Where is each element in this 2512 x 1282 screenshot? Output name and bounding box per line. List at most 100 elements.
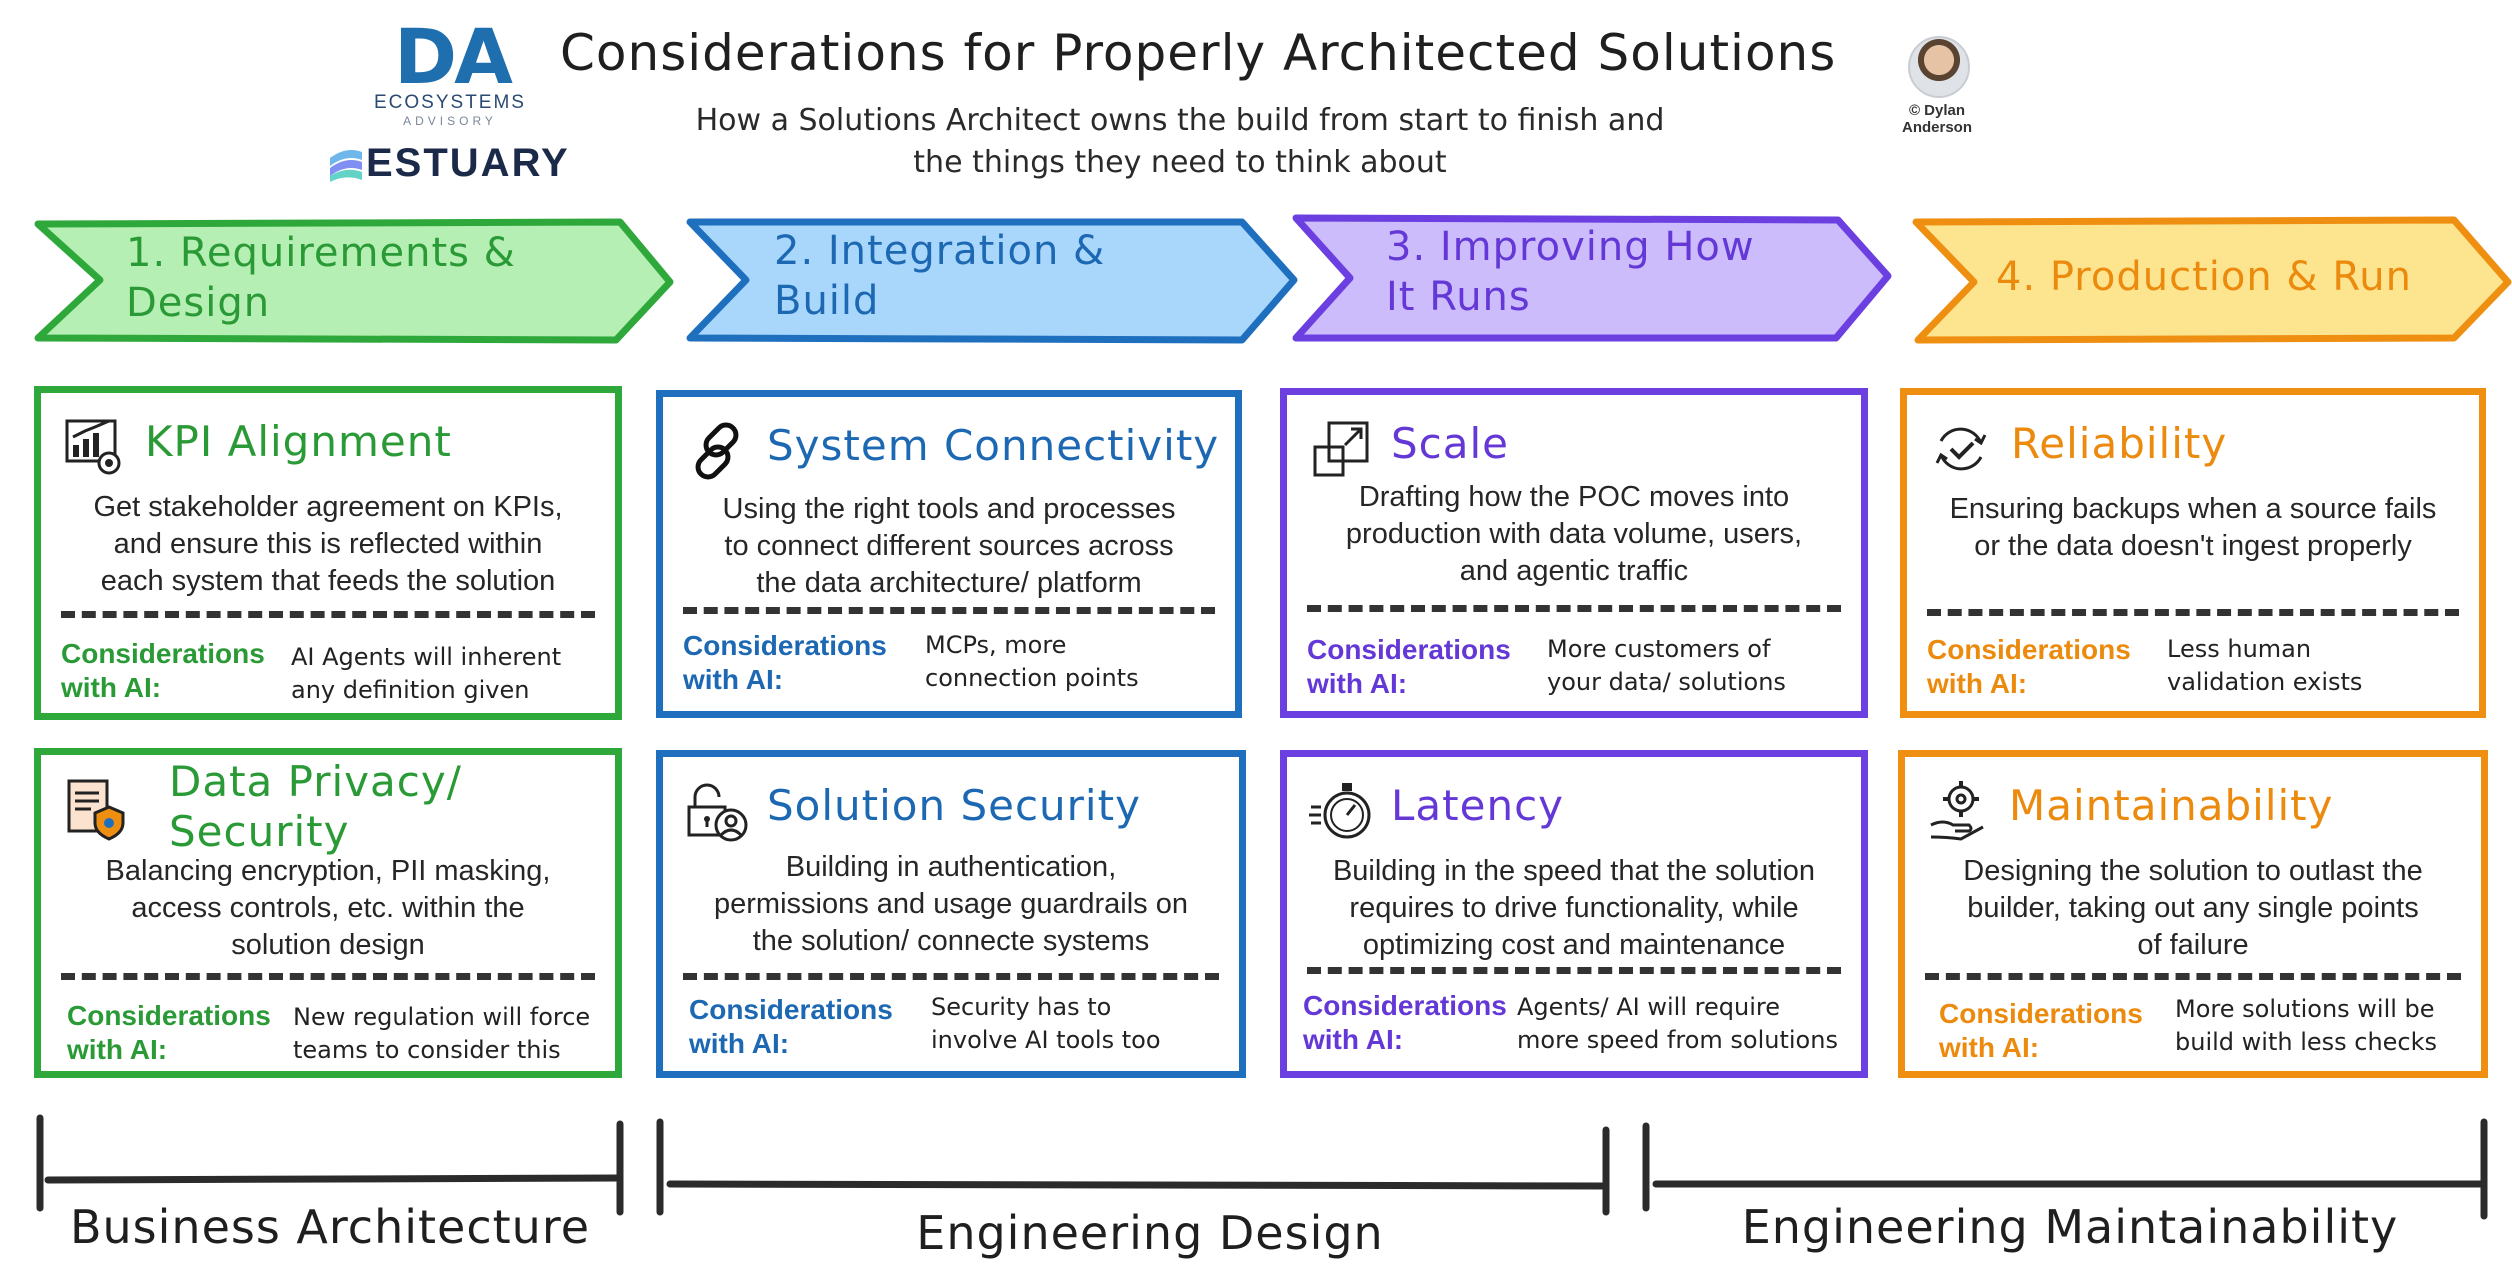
da-logo-ecosystems: ECOSYSTEMS bbox=[374, 92, 526, 113]
card-description: Get stakeholder agreement on KPIs, and e… bbox=[55, 489, 601, 600]
ai-consideration-text: Security has to involve AI tools too bbox=[931, 991, 1229, 1057]
kpi-chart-icon bbox=[65, 419, 121, 475]
chain-link-icon bbox=[695, 422, 739, 480]
card-title: System Connectivity bbox=[767, 421, 1220, 470]
phase-label-line-1: 3. Improving How bbox=[1386, 224, 1755, 270]
card-description-line: and ensure this is reflected within bbox=[113, 528, 543, 560]
ai-label-line-1: Considerations bbox=[1303, 990, 1507, 1021]
ai-considerations-label: Considerations with AI: bbox=[1927, 633, 2147, 701]
card-title: Maintainability bbox=[2009, 781, 2334, 830]
phase-label-line-2: It Runs bbox=[1386, 274, 1531, 320]
ai-label-line-2: with AI: bbox=[67, 1034, 168, 1065]
card-description-line: the data architecture/ platform bbox=[756, 567, 1142, 599]
card-title: Data Privacy/ Security bbox=[169, 757, 605, 857]
ai-consideration-text: More customers of your data/ solutions bbox=[1547, 633, 1851, 699]
ai-label-line-1: Considerations bbox=[1307, 634, 1511, 665]
card-latency: Latency Building in the speed that the s… bbox=[1280, 750, 1868, 1078]
phase-arrow-improving: 3. Improving How It Runs bbox=[1288, 212, 1894, 348]
card-reliability: Reliability Ensuring backups when a sour… bbox=[1900, 388, 2486, 718]
card-description-line: of failure bbox=[2137, 929, 2249, 961]
da-logo-advisory: ADVISORY bbox=[403, 114, 497, 128]
ai-label-line-1: Considerations bbox=[67, 1000, 271, 1031]
ai-text-line: build with less checks bbox=[2175, 1028, 2438, 1056]
card-title: KPI Alignment bbox=[145, 417, 452, 466]
da-ecosystems-logo: DA ECOSYSTEMS ADVISORY bbox=[355, 12, 545, 129]
ai-text-line: Less human bbox=[2167, 635, 2312, 663]
phase-label-line-2: Design bbox=[126, 280, 271, 326]
card-description-line: optimizing cost and maintenance bbox=[1362, 929, 1786, 961]
ai-text-line: New regulation will force bbox=[293, 1003, 591, 1031]
phase-label-line-1: 1. Requirements & bbox=[126, 230, 516, 276]
bracket-label-engineering-maintainability: Engineering Maintainability bbox=[1741, 1200, 2399, 1254]
card-description-line: production with data volume, users, bbox=[1345, 518, 1803, 550]
ai-text-line: AI Agents will inherent bbox=[291, 643, 562, 671]
ai-label-line-1: Considerations bbox=[683, 630, 887, 661]
card-description: Designing the solution to outlast the bu… bbox=[1919, 853, 2467, 964]
phase-arrow-production: 4. Production & Run bbox=[1908, 212, 2512, 348]
card-divider bbox=[683, 973, 1219, 980]
card-title-line-1: Data Privacy/ bbox=[169, 757, 462, 806]
ai-consideration-text: More solutions will be build with less c… bbox=[2175, 993, 2471, 1059]
ai-label-line-2: with AI: bbox=[1939, 1032, 2040, 1063]
ai-considerations-label: Considerations with AI: bbox=[683, 629, 903, 697]
ai-text-line: connection points bbox=[925, 664, 1139, 692]
card-divider bbox=[61, 611, 595, 618]
card-description-line: Drafting how the POC moves into bbox=[1358, 481, 1790, 513]
ai-consideration-text: New regulation will force teams to consi… bbox=[293, 1001, 605, 1067]
ai-considerations-label: Considerations with AI: bbox=[61, 637, 281, 705]
ai-consideration-text: Less human validation exists bbox=[2167, 633, 2469, 699]
ai-considerations-label: Considerations with AI: bbox=[67, 999, 287, 1067]
card-title: Scale bbox=[1391, 419, 1509, 468]
ai-label-line-2: with AI: bbox=[683, 664, 784, 695]
ai-text-line: Security has to bbox=[931, 993, 1112, 1021]
ai-consideration-text: AI Agents will inherent any definition g… bbox=[291, 641, 605, 707]
bracket-line bbox=[666, 1180, 1610, 1190]
estuary-wordmark: ESTUARY bbox=[366, 141, 570, 185]
card-description-line: permissions and usage guardrails on bbox=[714, 888, 1188, 920]
ai-label-line-1: Considerations bbox=[1927, 634, 2131, 665]
ai-label-line-2: with AI: bbox=[1303, 1024, 1404, 1055]
ai-text-line: more speed from solutions bbox=[1517, 1026, 1838, 1054]
stopwatch-icon bbox=[1309, 783, 1371, 839]
card-description: Building in authentication, permissions … bbox=[677, 849, 1225, 960]
ai-label-line-1: Considerations bbox=[1939, 998, 2143, 1029]
phase-label: 3. Improving How It Runs bbox=[1386, 222, 1755, 322]
card-description-line: solution design bbox=[231, 929, 425, 961]
subtitle-line-2: the things they need to think about bbox=[913, 145, 1447, 180]
card-maintainability: Maintainability Designing the solution t… bbox=[1898, 750, 2488, 1078]
card-description: Drafting how the POC moves into producti… bbox=[1301, 479, 1847, 590]
da-logo-letters: DA bbox=[394, 12, 513, 101]
phase-label-line-1: 2. Integration & bbox=[774, 228, 1106, 274]
page-title: Considerations for Properly Architected … bbox=[560, 24, 1837, 82]
phase-arrow-requirements: 1. Requirements & Design bbox=[30, 212, 680, 348]
phase-arrow-shape bbox=[686, 218, 1298, 344]
card-title: Solution Security bbox=[767, 781, 1141, 830]
estuary-logo: ESTUARY bbox=[328, 138, 578, 188]
ai-text-line: your data/ solutions bbox=[1547, 668, 1786, 696]
bracket-line bbox=[44, 1174, 624, 1184]
phase-label: 1. Requirements & Design bbox=[126, 228, 516, 328]
ai-considerations-label: Considerations with AI: bbox=[1307, 633, 1527, 701]
ai-text-line: More solutions will be bbox=[2175, 995, 2435, 1023]
card-description-line: Balancing encryption, PII masking, bbox=[105, 855, 551, 887]
subtitle-line-1: How a Solutions Architect owns the build… bbox=[695, 103, 1665, 138]
card-divider bbox=[1307, 605, 1841, 612]
bracket-label-business-architecture: Business Architecture bbox=[69, 1200, 591, 1254]
card-title-line-2: Security bbox=[169, 807, 350, 856]
card-divider bbox=[683, 607, 1215, 614]
card-description: Balancing encryption, PII masking, acces… bbox=[55, 853, 601, 964]
ai-consideration-text: Agents/ AI will require more speed from … bbox=[1517, 991, 1851, 1057]
card-description: Using the right tools and processes to c… bbox=[677, 491, 1221, 602]
ai-text-line: teams to consider this bbox=[293, 1036, 561, 1064]
phase-arrow-integration: 2. Integration & Build bbox=[682, 212, 1302, 348]
card-description: Building in the speed that the solution … bbox=[1301, 853, 1847, 964]
phase-arrow-shape bbox=[34, 218, 674, 344]
card-description-line: Building in authentication, bbox=[785, 851, 1117, 883]
card-scale: Scale Drafting how the POC moves into pr… bbox=[1280, 388, 1868, 718]
bracket-label-engineering-design: Engineering Design bbox=[916, 1206, 1384, 1260]
author-line-1: © Dylan bbox=[1908, 102, 1966, 119]
author-name: © Dylan Anderson bbox=[1880, 102, 1994, 136]
ai-text-line: MCPs, more bbox=[925, 631, 1067, 659]
card-description-line: Using the right tools and processes bbox=[722, 493, 1176, 525]
card-description-line: Building in the speed that the solution bbox=[1332, 855, 1816, 887]
